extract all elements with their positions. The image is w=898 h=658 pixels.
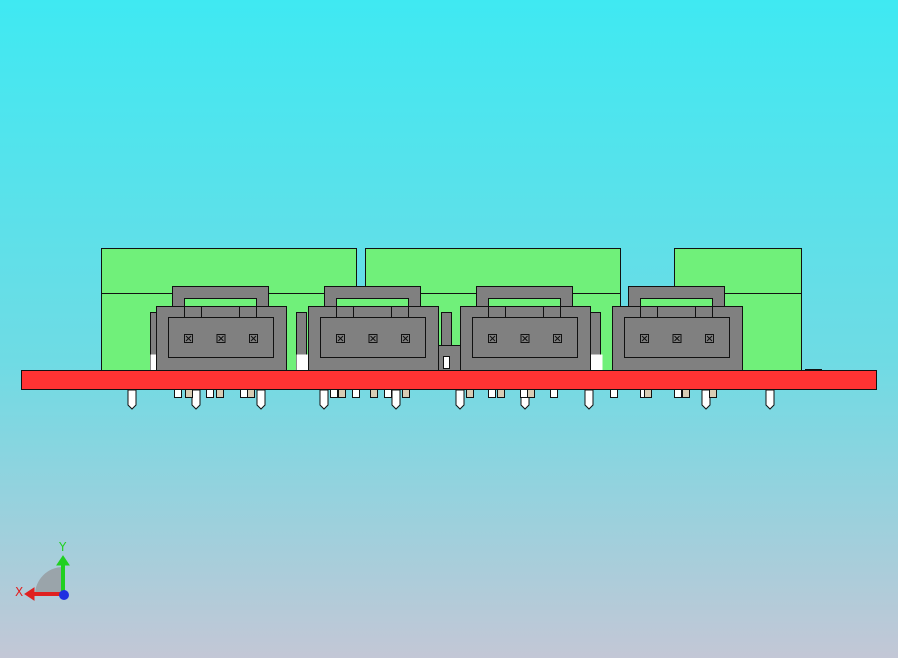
short-pin [384,389,392,398]
short-pin-rear [644,389,652,398]
short-pin [550,389,558,398]
connector-pin-mark [337,335,344,342]
short-pin-rear [185,389,193,398]
through-hole-pin [191,389,201,410]
short-pin-rear [709,389,717,398]
connector-pin-mark [641,335,648,342]
short-pin [352,389,360,398]
short-pin [174,389,182,398]
short-pin-rear [402,389,410,398]
through-hole-pin [391,389,401,410]
triad-z-axis [59,590,69,600]
connector-pin-mark [250,335,257,342]
short-pin [674,389,682,398]
connector-pin-mark [489,335,496,342]
connector-pin-mark [402,335,409,342]
connector-pin-mark [370,335,376,342]
short-pin-rear [338,389,346,398]
white-pad [150,354,157,371]
short-pin-rear [216,389,224,398]
short-pin-rear [466,389,474,398]
through-hole-pin [455,389,465,410]
connector-pin-mark [185,335,192,342]
through-hole-pin [127,389,137,410]
through-hole-pin [701,389,711,410]
connector-pin-mark [706,335,713,342]
triad-x-arrow [24,587,35,601]
triad-quadrant [35,567,63,595]
through-hole-pin [256,389,266,410]
triad-y-label: Y [58,540,67,554]
connector-pin-mark [674,335,680,342]
short-pin-rear [247,389,255,398]
small-component-pin [443,356,450,369]
connector-pin-mark [522,335,528,342]
short-pin-rear [370,389,378,398]
short-pin-rear [497,389,505,398]
short-pin-rear [682,389,690,398]
short-pin [610,389,618,398]
through-hole-pin [319,389,329,410]
short-pin-rear [527,389,535,398]
through-hole-pin [765,389,775,410]
white-pad [590,354,603,371]
connector-pin-mark [554,335,561,342]
triad-y-arrow [56,555,70,566]
through-hole-pin [584,389,594,410]
pcb-board [21,370,877,390]
short-pin [206,389,214,398]
connector-pin-mark [218,335,224,342]
short-pin [488,389,496,398]
triad-x-label: X [15,585,23,599]
white-pad [296,354,309,371]
short-pin [330,389,338,398]
